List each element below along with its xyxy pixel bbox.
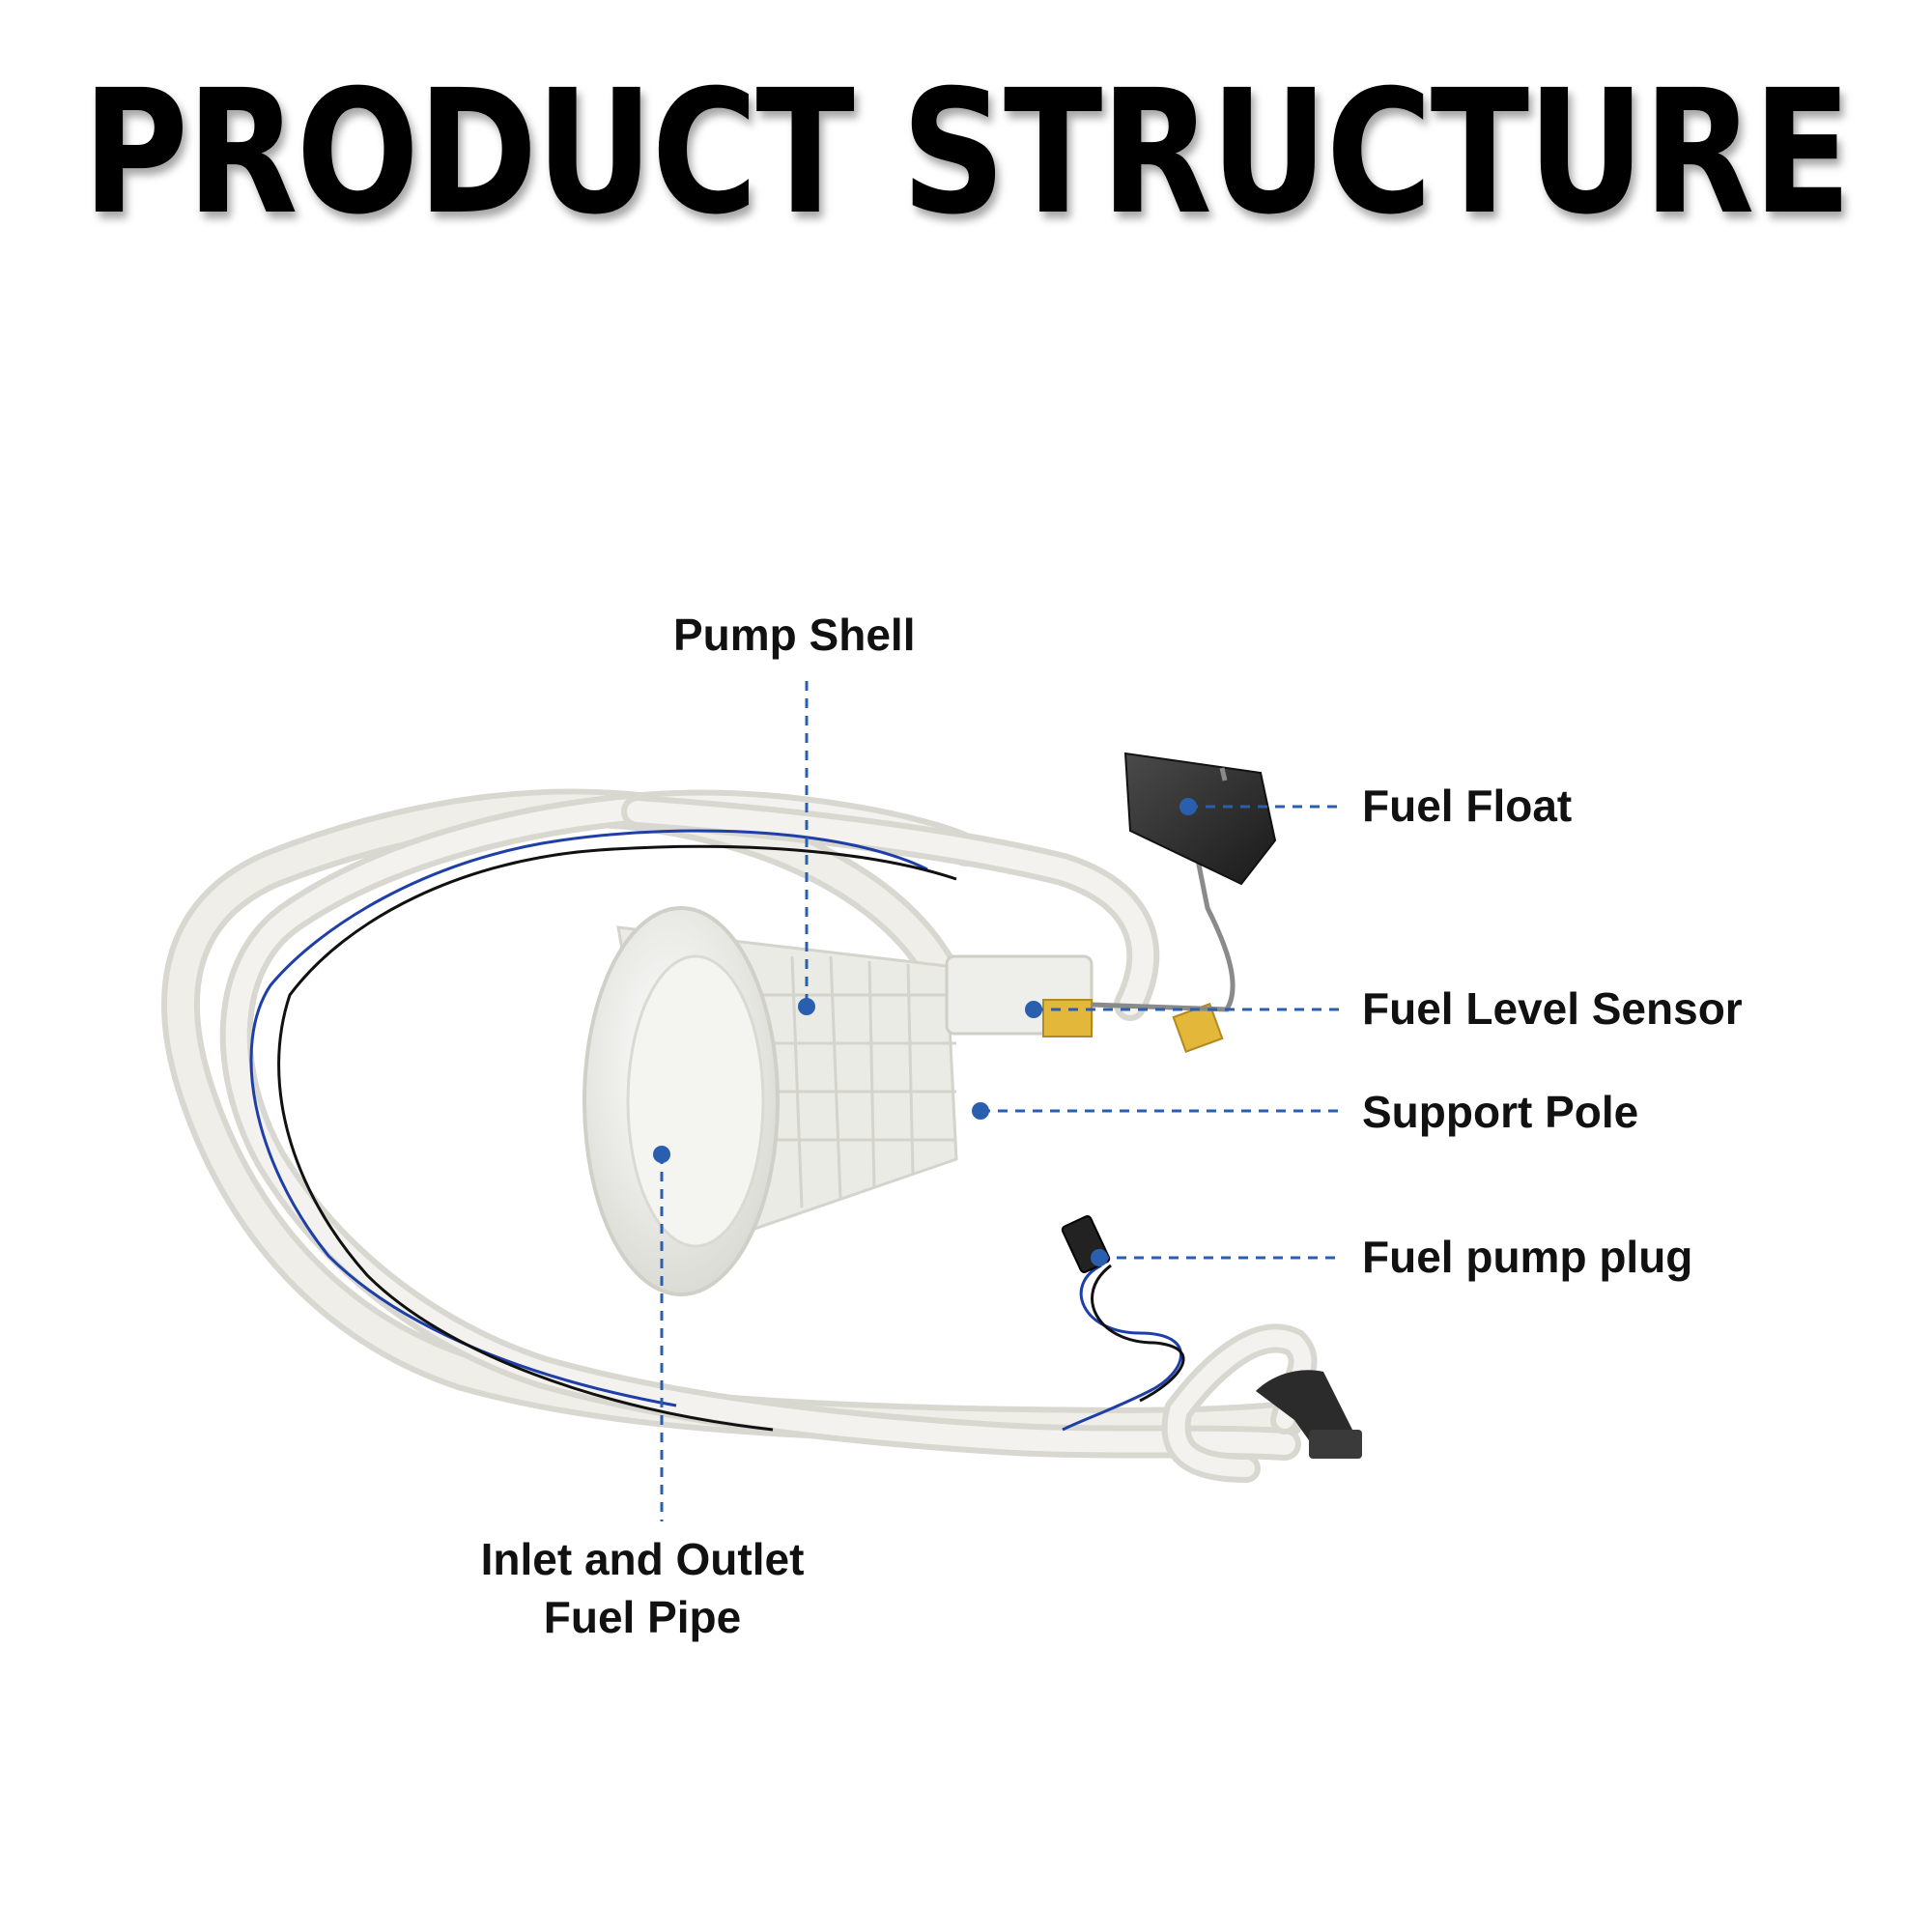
plug-wire-black <box>1091 1264 1185 1403</box>
label-support-pole: Support Pole <box>1362 1087 1639 1137</box>
label-fuel-level-sensor: Fuel Level Sensor <box>1362 983 1743 1034</box>
blue-wire <box>249 829 928 1407</box>
label-fuel-pump-plug: Fuel pump plug <box>1362 1232 1693 1282</box>
dot-support-pole <box>972 1102 989 1120</box>
label-inlet-outlet-line2: Fuel Pipe <box>543 1591 742 1642</box>
fuel-float <box>1123 752 1277 886</box>
label-inlet-outlet-line1: Inlet and Outlet <box>480 1534 805 1584</box>
fuel-level-sensor-assembly <box>945 859 1236 1053</box>
sensor-connector <box>1042 999 1093 1037</box>
dot-fuel-float <box>1179 798 1197 815</box>
label-pump-shell: Pump Shell <box>673 610 916 660</box>
black-wire <box>277 844 957 1432</box>
outlet-elbow <box>1256 1370 1362 1459</box>
dot-pump-shell <box>798 998 815 1015</box>
plug-wire-blue <box>1062 1264 1182 1432</box>
pump-shell <box>582 906 958 1296</box>
wire-harness <box>249 829 1185 1432</box>
label-inlet-outlet-fuel-pipe: Inlet and Outlet Fuel Pipe <box>449 1531 836 1647</box>
dot-inlet-outlet <box>653 1146 670 1163</box>
dot-fuel-pump-plug <box>1091 1249 1108 1266</box>
label-fuel-float: Fuel Float <box>1362 781 1573 831</box>
leader-dots <box>653 798 1197 1266</box>
dot-fuel-level-sensor <box>1025 1001 1042 1018</box>
page-title: PRODUCT STRUCTURE <box>82 54 1852 253</box>
float-arm <box>1091 859 1236 1012</box>
leader-lines <box>660 681 1343 1521</box>
